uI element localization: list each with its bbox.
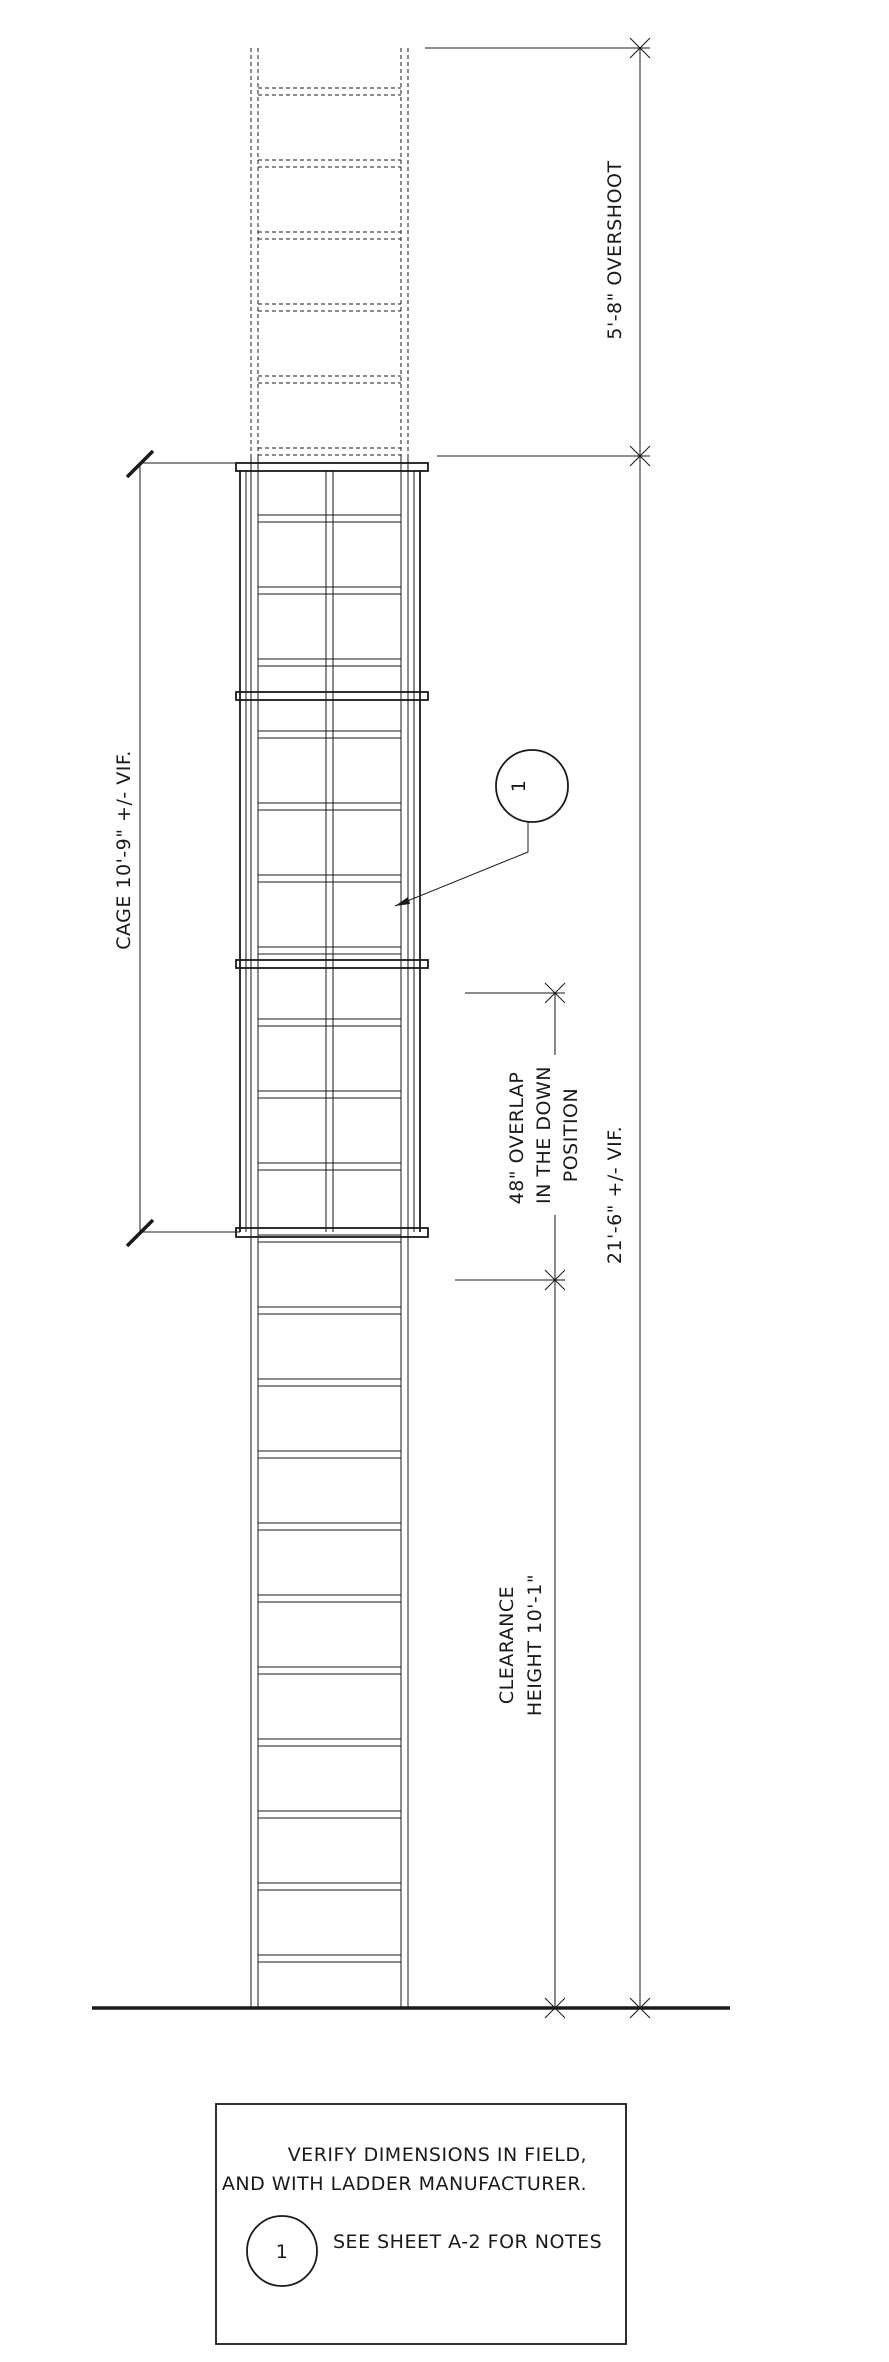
cage-dimension-label: CAGE 10'-9" +/- VIF. — [113, 750, 135, 950]
tick-overshoot-bottom-b — [629, 445, 651, 467]
clearance-dimension: CLEARANCE HEIGHT 10'-1" — [455, 1279, 566, 2019]
cage-dim-top-tick — [125, 449, 155, 479]
overall-dimension: 5'-8" OVERSHOOT 21'-6" +/- VIF. — [425, 37, 651, 2019]
note-verify-line2: AND WITH LADDER MANUFACTURER. — [222, 2173, 587, 2195]
safety-cage — [235, 462, 429, 1238]
cage-dim-bottom-tick — [125, 1218, 155, 1248]
clearance-label-line2: HEIGHT 10'-1" — [524, 1574, 546, 1716]
cage-hoop-lower — [235, 959, 429, 969]
clearance-label-line1: CLEARANCE — [496, 1586, 518, 1704]
total-height-dimension-label: 21'-6" +/- VIF. — [604, 1126, 626, 1264]
fixed-rungs — [258, 514, 401, 1963]
tick-ground-right-b — [629, 1997, 651, 2019]
callout-bubble — [495, 749, 569, 823]
callout-bubble-tag: 1 — [508, 780, 530, 793]
note-box-frame — [215, 2103, 627, 2345]
overlap-label-line2: IN THE DOWN — [533, 1066, 555, 1204]
overlap-dimension: 48" OVERLAP IN THE DOWN POSITION — [465, 982, 582, 1291]
tick-overshoot-top-b — [629, 37, 651, 59]
ladder-extension — [250, 48, 409, 458]
note-tag-bubble — [246, 2215, 318, 2287]
cage-hoop-upper — [235, 691, 429, 701]
ladder-fixed — [250, 458, 409, 2008]
extension-rungs — [258, 87, 401, 456]
detail-callout: 1 — [394, 749, 569, 907]
clearance-tick-bottom-b — [544, 1997, 566, 2019]
callout-leader-arrowhead — [395, 897, 410, 906]
overshoot-dimension-label: 5'-8" OVERSHOOT — [604, 160, 626, 339]
note-box: VERIFY DIMENSIONS IN FIELD, AND WITH LAD… — [215, 2103, 627, 2345]
cage-dimension: CAGE 10'-9" +/- VIF. — [113, 449, 240, 1248]
note-see-sheet: SEE SHEET A-2 FOR NOTES — [333, 2231, 602, 2253]
overlap-tick-top-b — [544, 982, 566, 1004]
cage-hoop-top — [235, 462, 429, 472]
note-verify-line1: VERIFY DIMENSIONS IN FIELD, — [288, 2144, 587, 2166]
cage-hoop-bottom — [235, 1227, 429, 1238]
callout-leader — [394, 822, 529, 907]
overlap-label-line3: POSITION — [560, 1088, 582, 1182]
overlap-label-line1: 48" OVERLAP — [506, 1072, 528, 1205]
note-tag-number: 1 — [276, 2241, 289, 2263]
